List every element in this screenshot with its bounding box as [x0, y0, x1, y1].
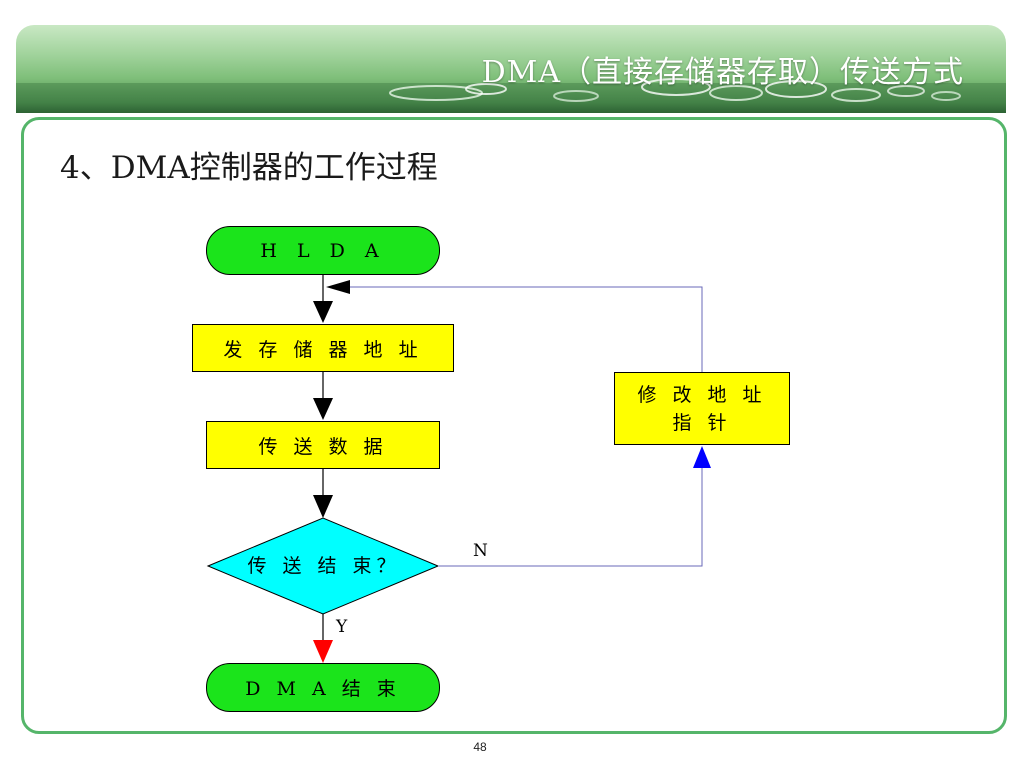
- node-transfer-data: 传 送 数 据: [206, 421, 440, 469]
- slide-heading: 4、DMA控制器的工作过程: [60, 150, 438, 186]
- page-number: 48: [473, 740, 487, 754]
- content-frame: [21, 117, 1007, 734]
- node-dma-end: D M A 结 束: [206, 663, 440, 712]
- edge-label-no: N: [473, 541, 488, 561]
- arrow-head-to-transfer: [313, 398, 333, 420]
- edge-label-yes: Y: [336, 617, 348, 637]
- modify-node-line-2: 指 针: [672, 411, 732, 434]
- arrow-head-yes: [313, 640, 333, 663]
- node-hlda: H L D A: [206, 226, 440, 275]
- arrow-head-loop-back: [326, 280, 350, 294]
- edge-modify-loop-back: [348, 286, 703, 372]
- node-send-memory-address: 发 存 储 器 地 址: [192, 324, 454, 372]
- arrow-head-to-address: [313, 301, 333, 323]
- modify-node-line-1: 修 改 地 址: [637, 383, 767, 406]
- node-transfer-done-question: 传 送 结 束？: [247, 554, 401, 577]
- edge-decision-to-modify: [438, 468, 703, 567]
- header-title: DMA（直接存储器存取）传送方式: [481, 55, 964, 90]
- node-modify-address-pointer: 修 改 地 址 指 针: [614, 372, 790, 445]
- water-droplets-decoration: [16, 78, 1006, 113]
- arrow-head-to-modify: [693, 446, 711, 468]
- arrow-head-to-decision: [313, 495, 333, 518]
- slide-header-banner: DMA（直接存储器存取）传送方式: [16, 25, 1006, 113]
